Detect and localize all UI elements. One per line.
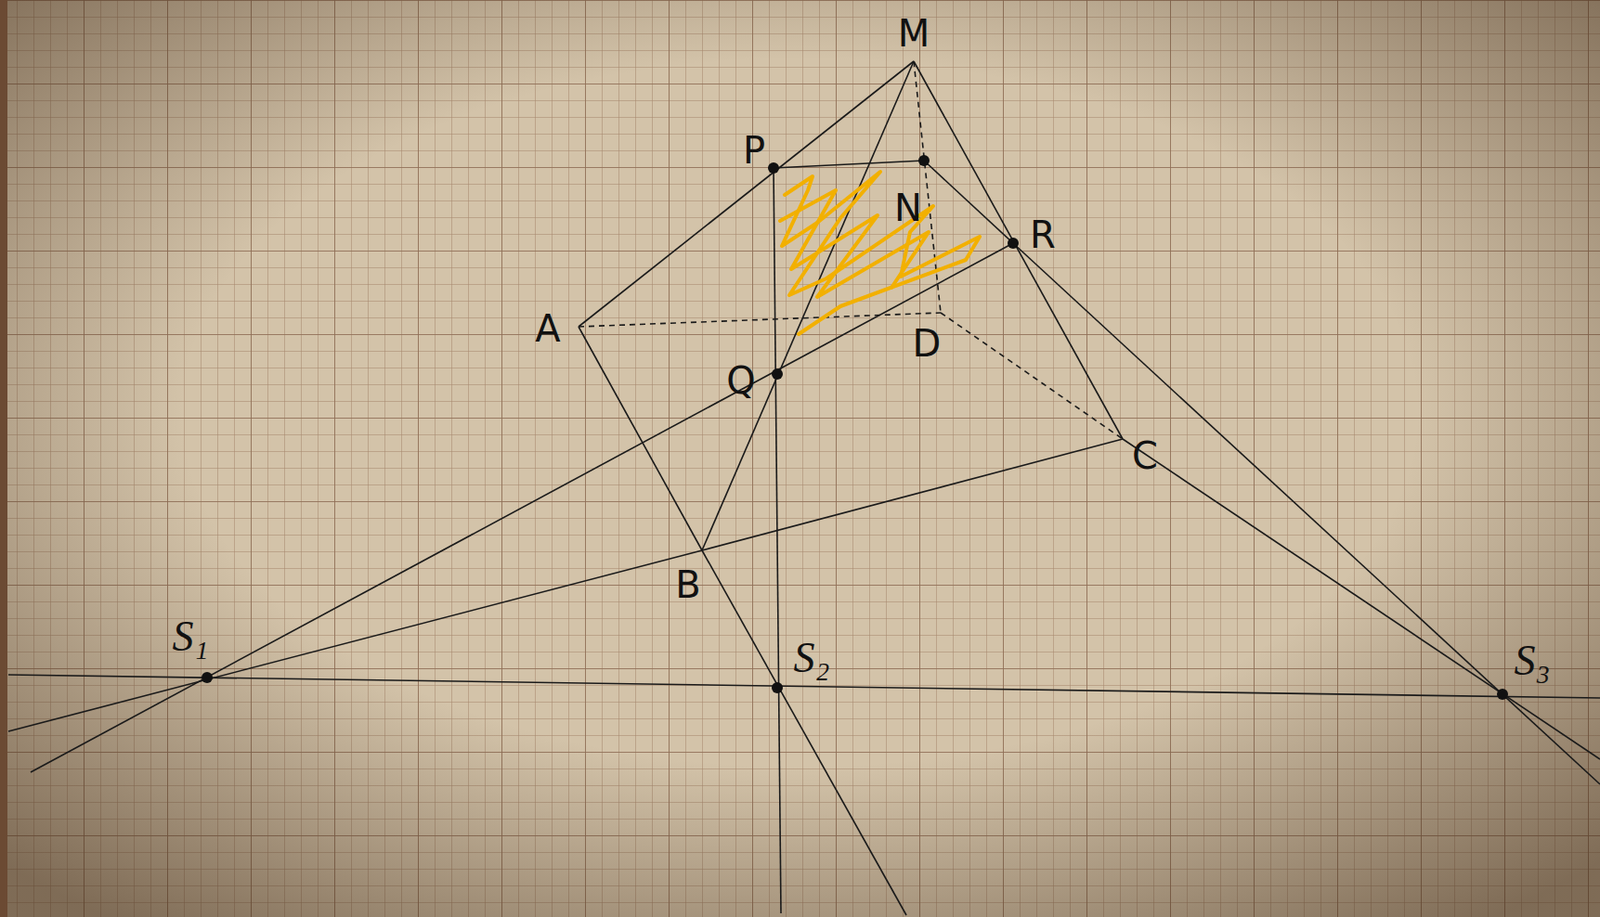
trace-point-label: S₂ [793,637,831,680]
point-label: B [675,566,701,604]
point-label: R [1029,216,1056,254]
point-label: C [1131,437,1158,475]
point-label: D [912,325,942,363]
point-label: M [897,14,931,53]
trace-point-label: S₃ [1514,639,1551,683]
trace-point-label: S₁ [172,615,209,659]
point-label: N [894,189,923,227]
point-label: Q [726,362,755,400]
point-label: P [742,131,766,170]
point-label: A [534,310,560,348]
